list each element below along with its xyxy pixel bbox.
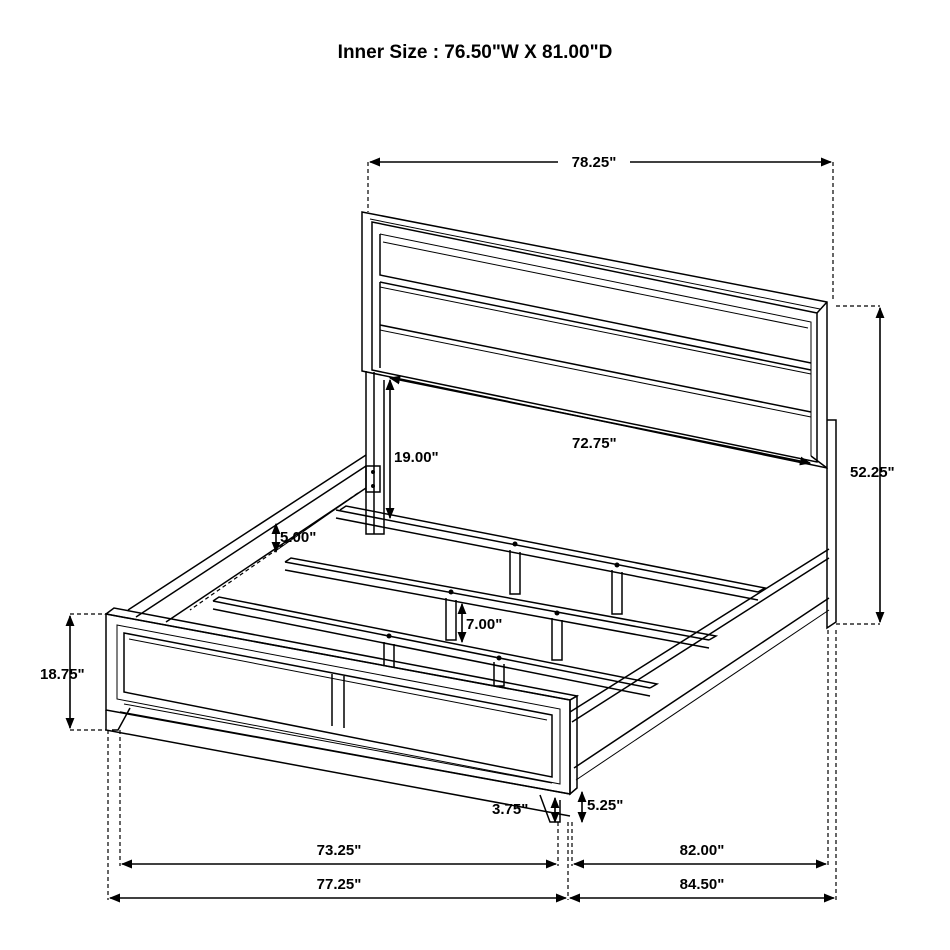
label-headboard-clearance: 19.00" <box>394 449 439 466</box>
label-side-clearance: 5.25" <box>587 797 623 814</box>
label-headboard-width: 78.25" <box>572 154 617 171</box>
dimension-labels: 78.25" 52.25" 72.75" 19.00" 5.00" 7.00" … <box>40 150 895 893</box>
label-footboard-inner-width: 73.25" <box>317 842 362 859</box>
label-footboard-width: 77.25" <box>317 876 362 893</box>
spec-title: Inner Size : 76.50"W X 81.00"D <box>337 42 613 63</box>
label-leg-height: 3.75" <box>492 801 528 818</box>
label-rail-drop: 5.00" <box>280 529 316 546</box>
slats <box>212 505 768 697</box>
headboard-legs <box>365 371 385 535</box>
label-rail-inner-length: 82.00" <box>680 842 725 859</box>
label-footboard-height: 18.75" <box>40 666 85 683</box>
left-side-rail <box>127 454 381 623</box>
label-slat-height: 7.00" <box>466 616 502 633</box>
label-rail-length: 84.50" <box>680 876 725 893</box>
dimension-lines <box>65 157 885 903</box>
footboard <box>104 607 580 823</box>
label-headboard-inner-width: 72.75" <box>572 435 617 452</box>
label-headboard-height: 52.25" <box>850 464 895 481</box>
right-side-rail <box>569 548 830 781</box>
